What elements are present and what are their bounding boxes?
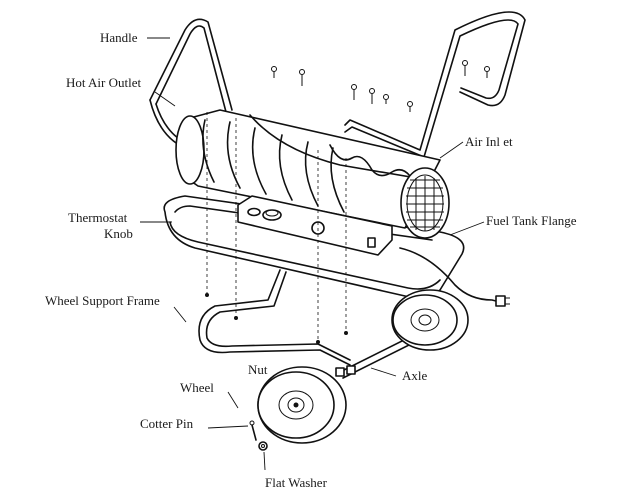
- leader-lines: [140, 37, 485, 471]
- wheel-support-frame: [198, 269, 351, 366]
- label-knob: Knob: [104, 226, 133, 241]
- control-box: [237, 195, 393, 256]
- rear-handle: [344, 11, 526, 158]
- screw: [369, 88, 375, 104]
- label-cotter-pin: Cotter Pin: [140, 416, 194, 431]
- label-nut: Nut: [248, 362, 268, 377]
- label-air-inlet: Air Inl et: [465, 134, 513, 149]
- power-cord: [399, 247, 510, 307]
- screw: [299, 69, 305, 86]
- screw: [351, 84, 357, 100]
- screws: [271, 60, 490, 112]
- label-thermostat: Thermostat: [68, 210, 128, 225]
- screw: [383, 94, 389, 104]
- front-wheel: [257, 366, 347, 444]
- label-hot-air-outlet: Hot Air Outlet: [66, 75, 141, 90]
- nut: [346, 365, 356, 375]
- label-handle: Handle: [100, 30, 138, 45]
- label-flat-washer: Flat Washer: [265, 475, 328, 490]
- label-wheel-support-frame: Wheel Support Frame: [45, 293, 160, 308]
- rear-wheel: [391, 289, 469, 351]
- screw: [484, 66, 490, 78]
- screw: [462, 60, 468, 76]
- label-axle: Axle: [402, 368, 428, 383]
- flat-washer: [258, 441, 268, 451]
- label-wheel: Wheel: [180, 380, 214, 395]
- cotter-pin: [249, 420, 257, 441]
- air-inlet-grille: [400, 167, 450, 239]
- alignment-lines: [205, 112, 348, 344]
- screw: [407, 101, 413, 112]
- screw: [271, 66, 277, 78]
- label-fuel-tank-flange: Fuel Tank Flange: [486, 213, 577, 228]
